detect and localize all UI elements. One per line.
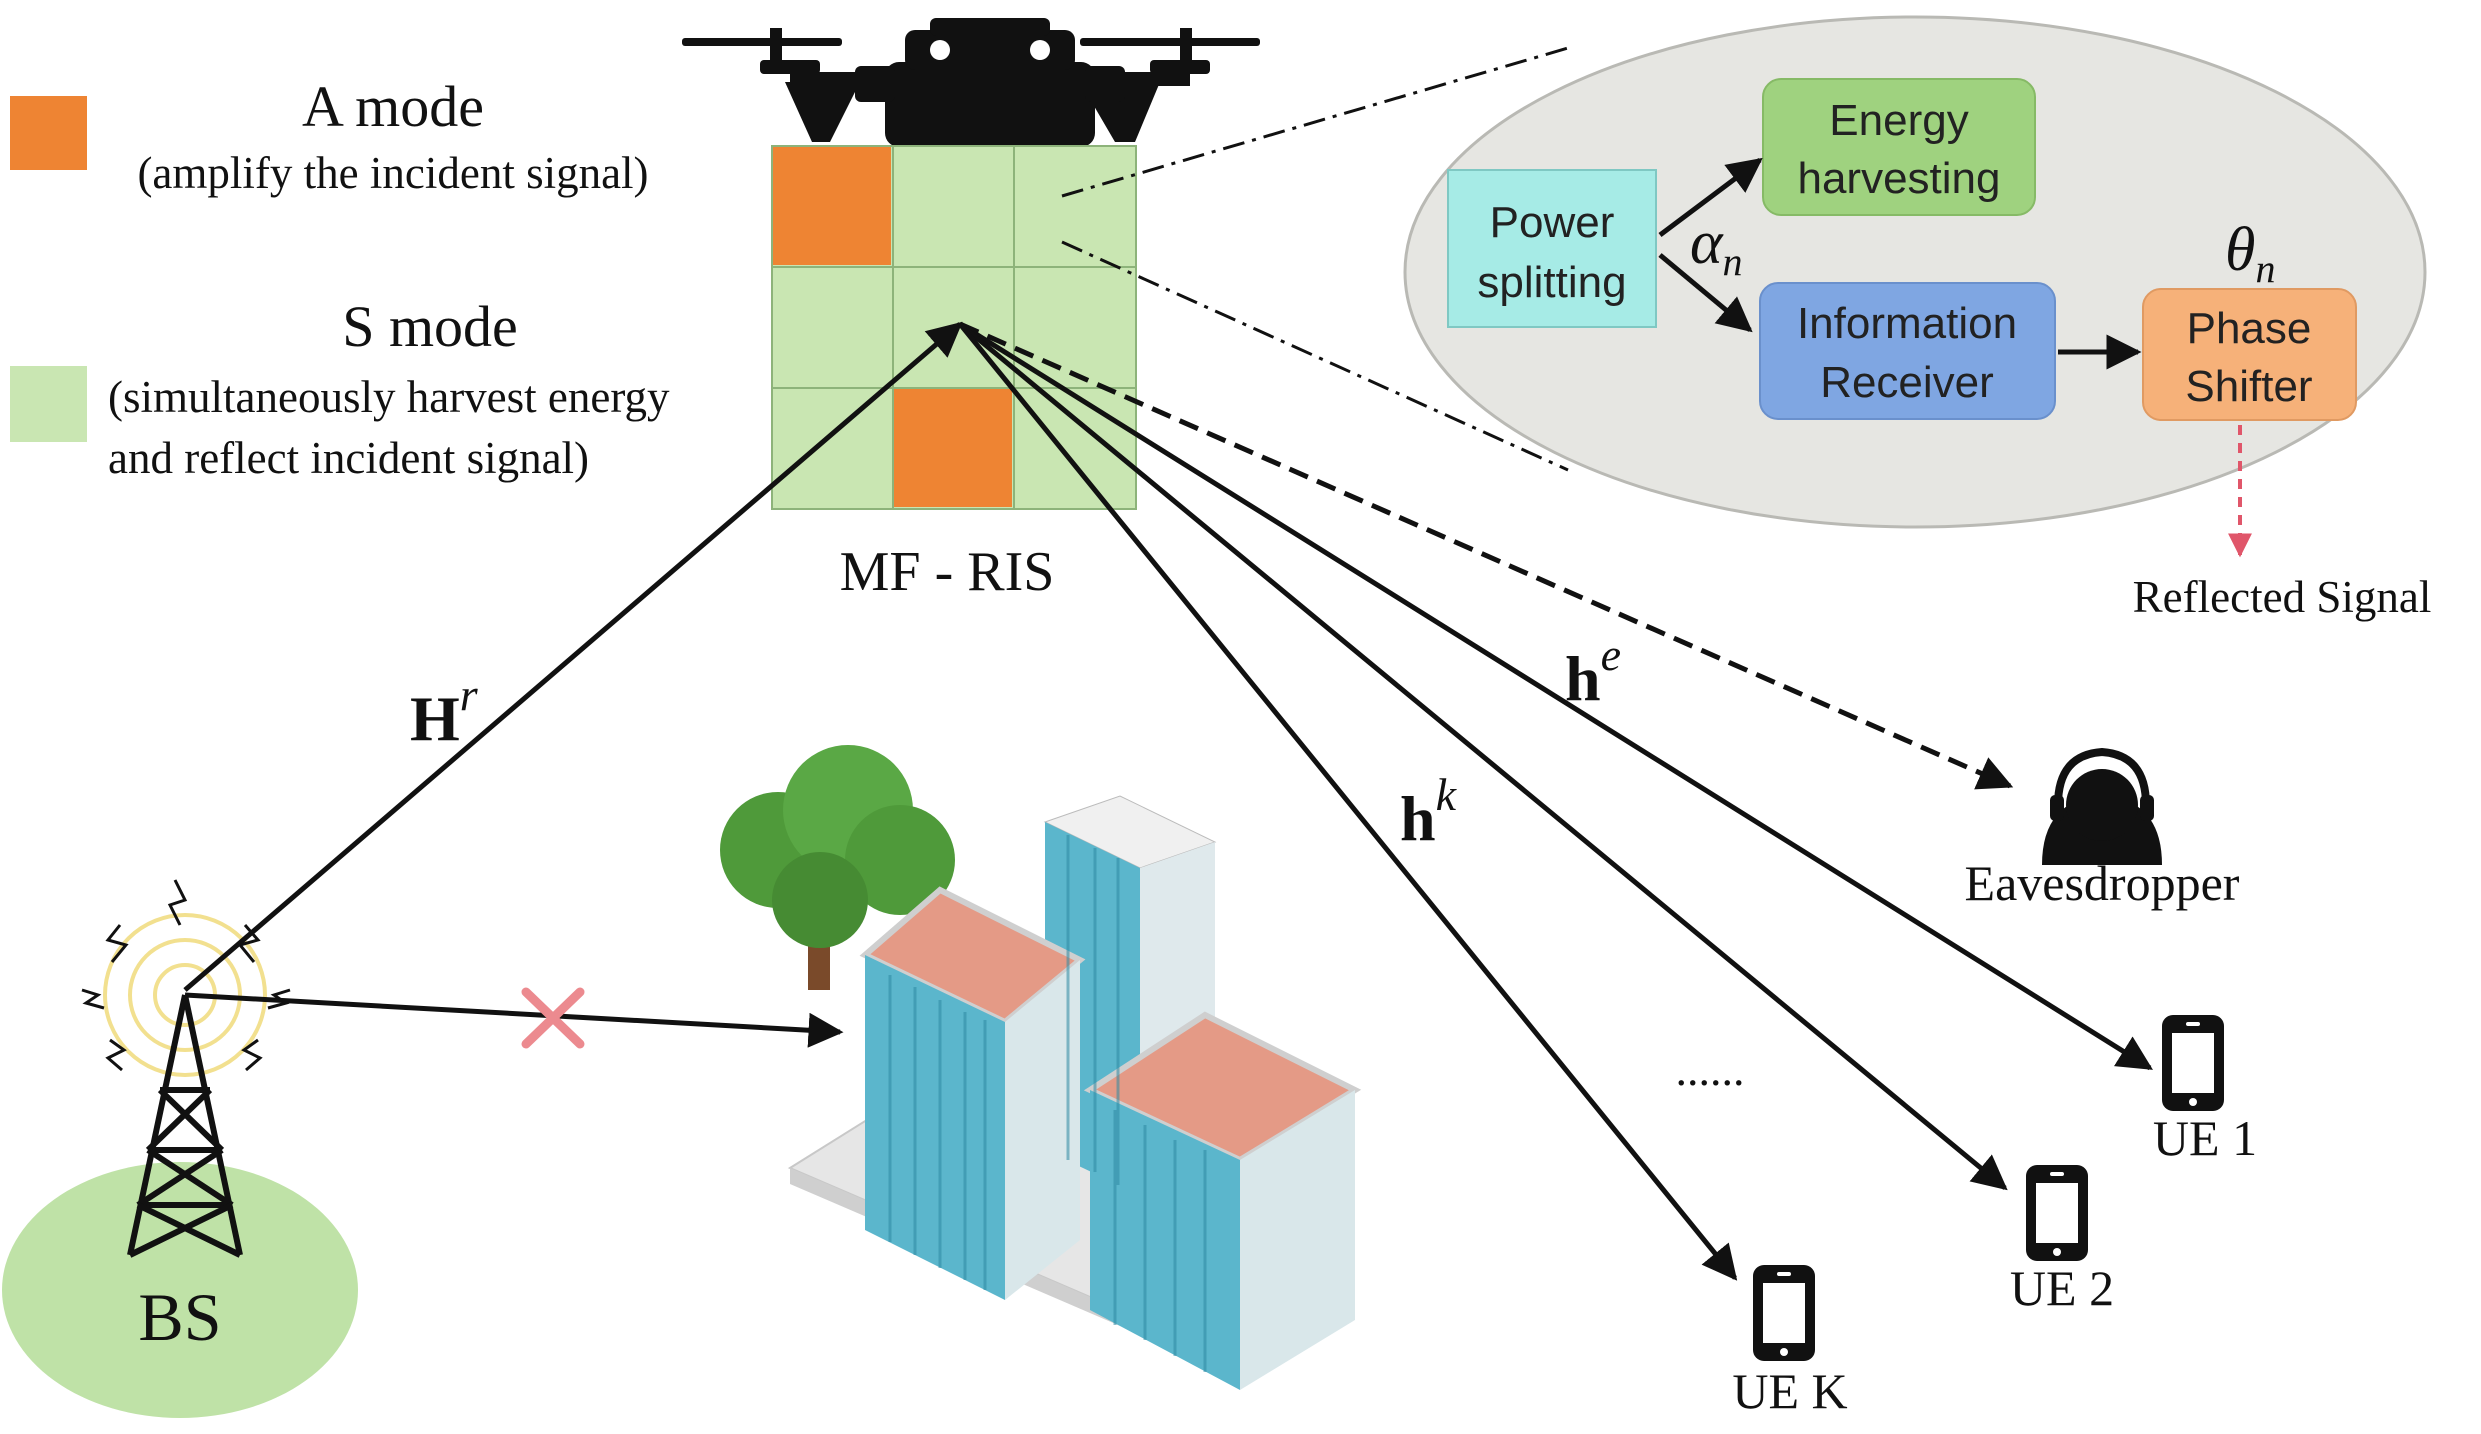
zoom-lines [1061, 46, 1569, 472]
channel-links [183, 321, 2153, 1281]
ris-element-s [771, 387, 894, 510]
bs-coverage-area [2, 1162, 358, 1418]
ue-ellipsis: ...... [1676, 1044, 1745, 1095]
legend: A mode (amplify the incident signal) S m… [10, 74, 670, 483]
uav-drone [682, 18, 1260, 147]
svg-text:Information: Information [1797, 299, 2017, 348]
s-mode-title: S mode [342, 294, 518, 359]
theta-n-label: θn [2225, 216, 2275, 291]
channel-label-hk: hk [1400, 769, 1458, 854]
city-scene [720, 745, 1362, 1390]
power-splitting-block: Power splitting [1447, 169, 1657, 328]
alpha-n-label: αn [1690, 209, 1743, 284]
uek-phone-icon [1753, 1265, 1815, 1361]
detail-arrows [1658, 157, 2142, 370]
s-mode-description-line1: (simultaneously harvest energy [108, 372, 670, 422]
channel-label-he: he [1565, 629, 1621, 714]
ris-element-a [773, 147, 891, 265]
reflected-signal-label: Reflected Signal [2133, 572, 2432, 622]
bs-to-ris-link [183, 321, 963, 992]
svg-text:Power: Power [1490, 198, 1615, 247]
a-mode-title: A mode [302, 74, 484, 139]
s-mode-description-line2: and reflect incident signal) [108, 433, 589, 483]
a-mode-description: (amplify the incident signal) [137, 148, 648, 198]
svg-text:harvesting: harvesting [1797, 154, 2000, 203]
energy-harvesting-block: Energy harvesting [1762, 78, 2036, 216]
svg-text:Energy: Energy [1829, 96, 1968, 145]
ue1-label: UE 1 [2153, 1110, 2257, 1166]
ris-element-a [894, 389, 1012, 507]
bs-label: BS [138, 1279, 221, 1355]
ue2-label: UE 2 [2010, 1260, 2114, 1316]
bs-to-building-link [184, 992, 844, 1048]
ris-to-eavesdropper-link [958, 321, 2014, 790]
ris-to-ue2-link [958, 322, 2008, 1191]
svg-text:splitting: splitting [1477, 258, 1626, 307]
svg-text:Receiver: Receiver [1820, 358, 1994, 407]
left-building [859, 886, 1086, 1300]
uek-label: UE K [1732, 1363, 1847, 1419]
ris-element-s [1013, 387, 1137, 510]
eavesdropper-icon [2042, 747, 2162, 865]
ue1-phone-icon [2162, 1015, 2224, 1111]
ris-to-uek-link [958, 322, 1738, 1281]
mf-ris-panel [771, 145, 1137, 510]
element-detail-bubble: Power splitting Energy harvesting Inform… [1403, 15, 2427, 529]
ris-label: MF - RIS [840, 541, 1055, 603]
ris-element-s [892, 145, 1015, 268]
ris-to-ue1-link [958, 321, 2153, 1071]
right-building [1083, 1011, 1362, 1390]
tree [720, 745, 955, 990]
blocked-link-cross-icon [521, 987, 585, 1049]
a-mode-swatch [10, 96, 87, 170]
base-station-tower [81, 879, 291, 1258]
eavesdropper-label: Eavesdropper [1965, 855, 2240, 911]
phase-shifter-block: Phase Shifter [2142, 288, 2357, 421]
s-mode-swatch [10, 366, 87, 442]
information-receiver-block: Information Receiver [1759, 282, 2056, 420]
ue2-phone-icon [2026, 1165, 2088, 1261]
ris-element-s [771, 266, 894, 389]
channel-label-hr: Hr [410, 669, 479, 754]
svg-text:Shifter: Shifter [2185, 362, 2312, 411]
svg-text:Phase: Phase [2187, 304, 2312, 353]
